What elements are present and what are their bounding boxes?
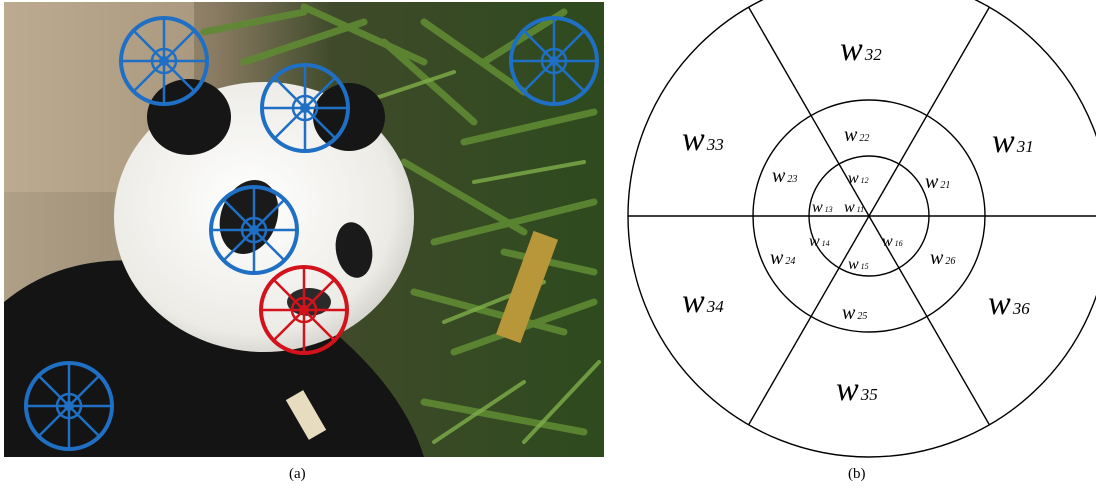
panda-photo-panel <box>4 2 604 457</box>
blue-marker-4 <box>211 187 297 273</box>
red-marker <box>261 267 347 353</box>
caption-b: (b) <box>848 466 866 483</box>
blue-marker-3 <box>511 18 597 104</box>
caption-a: (a) <box>289 466 306 483</box>
blue-marker-2 <box>262 65 348 151</box>
panda-photo <box>4 2 604 457</box>
blue-marker-5 <box>26 363 112 449</box>
blue-marker-1 <box>121 18 207 104</box>
